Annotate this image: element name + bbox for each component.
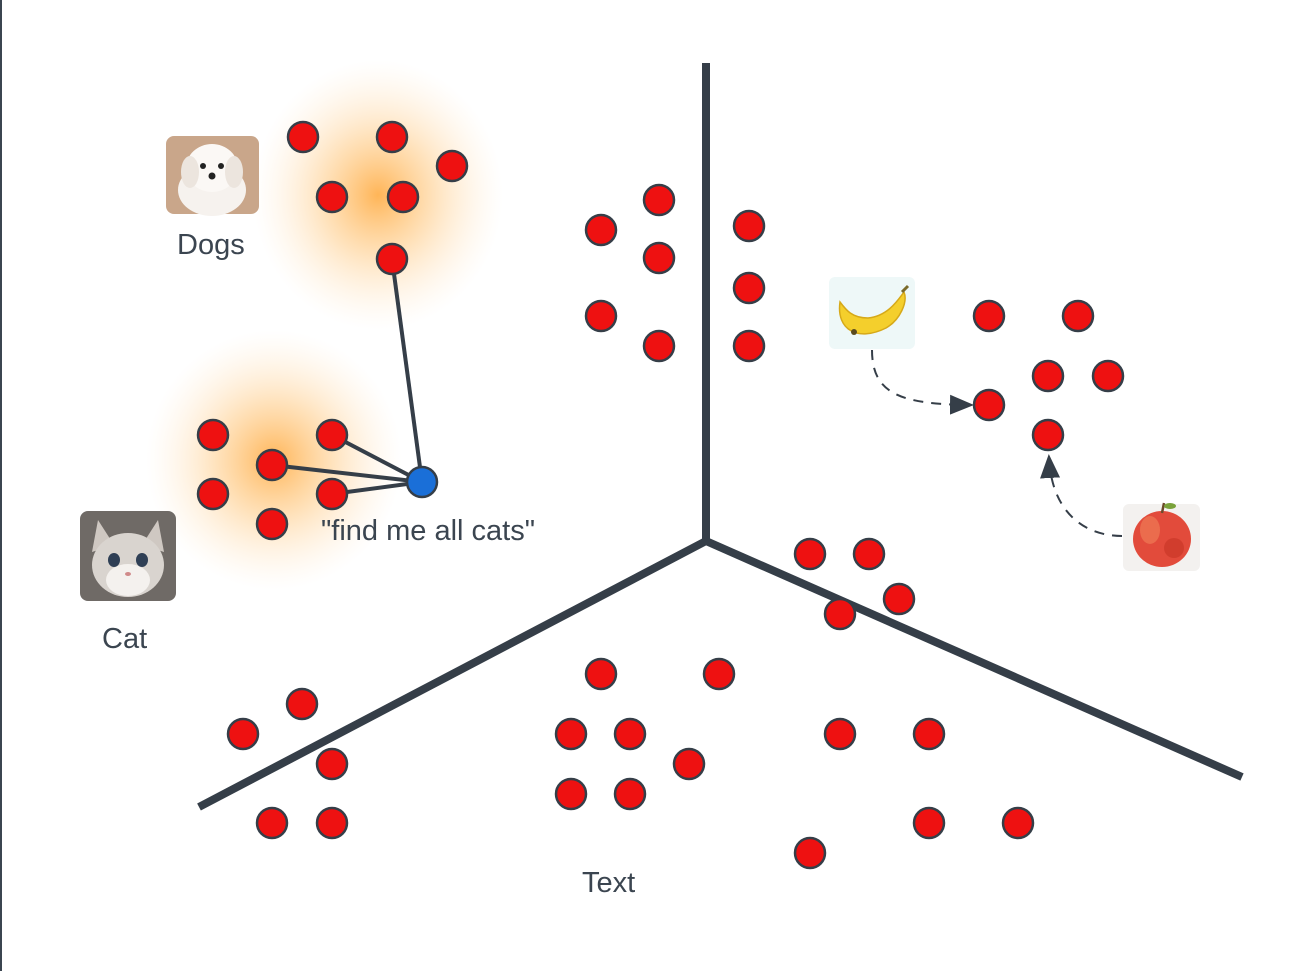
vector-point bbox=[672, 747, 706, 781]
vector-point bbox=[732, 271, 766, 305]
vector-point bbox=[912, 806, 946, 840]
axis-right bbox=[704, 537, 1244, 781]
dogs-label: Dogs bbox=[177, 229, 245, 261]
vector-point bbox=[1091, 359, 1125, 393]
vector-point bbox=[972, 299, 1006, 333]
apple-image bbox=[1123, 502, 1200, 571]
query-point bbox=[405, 465, 439, 499]
vector-point bbox=[1031, 418, 1065, 452]
vector-point bbox=[793, 836, 827, 870]
vector-point bbox=[642, 329, 676, 363]
link-to-dog bbox=[390, 258, 424, 483]
link-to-cat-2 bbox=[331, 433, 423, 484]
vector-point bbox=[702, 657, 736, 691]
vector-point bbox=[642, 183, 676, 217]
cat-image bbox=[80, 511, 176, 601]
dog-image bbox=[166, 136, 259, 216]
vector-point bbox=[882, 582, 916, 616]
vector-point bbox=[793, 537, 827, 571]
vector-point bbox=[315, 180, 349, 214]
vector-point bbox=[613, 777, 647, 811]
vector-point bbox=[255, 507, 289, 541]
vector-point bbox=[315, 418, 349, 452]
vector-point bbox=[972, 388, 1006, 422]
vector-points bbox=[196, 120, 1125, 870]
vector-point bbox=[1061, 299, 1095, 333]
vector-point bbox=[554, 777, 588, 811]
vector-point bbox=[584, 657, 618, 691]
vector-point bbox=[584, 299, 618, 333]
vector-point bbox=[375, 120, 409, 154]
banana-arrow bbox=[871, 349, 974, 415]
axis-left bbox=[197, 537, 708, 811]
vector-point bbox=[554, 717, 588, 751]
vector-point bbox=[386, 180, 420, 214]
vector-point bbox=[285, 687, 319, 721]
vector-point bbox=[255, 448, 289, 482]
vector-point bbox=[584, 213, 618, 247]
link-to-cat-1 bbox=[271, 463, 423, 484]
vector-point bbox=[613, 717, 647, 751]
text-axis-label: Text bbox=[582, 867, 636, 899]
vector-point bbox=[286, 120, 320, 154]
banana-image bbox=[829, 277, 915, 349]
cat-label: Cat bbox=[102, 623, 148, 655]
vector-point bbox=[196, 418, 230, 452]
vector-point bbox=[642, 241, 676, 275]
vector-point bbox=[315, 747, 349, 781]
vector-point bbox=[226, 717, 260, 751]
vector-point bbox=[912, 717, 946, 751]
axes bbox=[197, 63, 1244, 811]
vector-point bbox=[315, 806, 349, 840]
vector-point bbox=[375, 242, 409, 276]
vector-point bbox=[823, 717, 857, 751]
vector-point bbox=[852, 537, 886, 571]
vector-point bbox=[823, 597, 857, 631]
vector-point bbox=[196, 477, 230, 511]
dogs-cluster-highlight bbox=[253, 60, 503, 330]
vector-point bbox=[435, 149, 469, 183]
query-label: "find me all cats" bbox=[321, 515, 536, 547]
vector-point bbox=[255, 806, 289, 840]
vector-point bbox=[315, 477, 349, 511]
vector-point bbox=[732, 209, 766, 243]
vector-point bbox=[1031, 359, 1065, 393]
vector-point bbox=[1001, 806, 1035, 840]
vector-point bbox=[732, 329, 766, 363]
apple-arrow bbox=[1040, 454, 1123, 537]
